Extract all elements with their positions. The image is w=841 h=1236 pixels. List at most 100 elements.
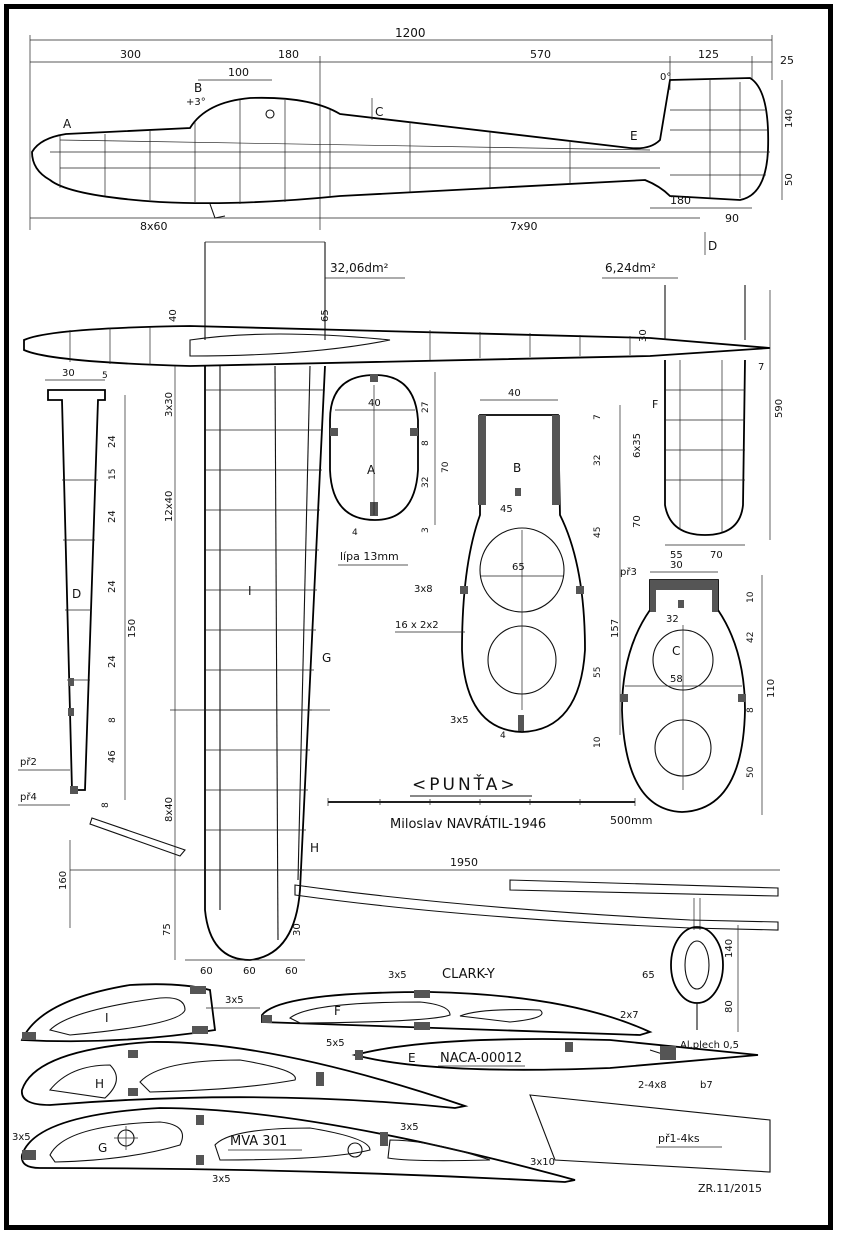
station-D-top: D: [708, 239, 717, 253]
prof-s3x5c: 3x5: [12, 1132, 31, 1143]
profile-F: F: [334, 1004, 341, 1018]
spar-d24a: 24: [107, 435, 118, 448]
secA-w40: 40: [368, 398, 381, 409]
secB-d55: 55: [593, 667, 603, 678]
dim-1950: 1950: [450, 856, 478, 869]
dim-25: 25: [780, 54, 794, 67]
secC-label: C: [672, 644, 680, 658]
secC-d42: 42: [746, 632, 756, 643]
secC-w30: 30: [670, 560, 683, 571]
dim-7-tail: 7: [758, 362, 764, 373]
secB-w45: 45: [500, 504, 513, 515]
secB-w65: 65: [512, 562, 525, 573]
dim-570: 570: [530, 48, 551, 61]
secB-label: B: [513, 461, 521, 475]
spar-w30: 30: [62, 368, 75, 379]
dim-60b: 60: [243, 966, 256, 977]
dim-spacing1: 8x60: [140, 220, 168, 233]
secA-d32: 32: [421, 477, 431, 488]
prof-s3x5d: 3x5: [400, 1122, 419, 1133]
dim-80: 80: [724, 1000, 735, 1013]
dim-60a: 60: [200, 966, 213, 977]
scale-label: 500mm: [610, 814, 652, 827]
secB-d32: 32: [593, 455, 603, 466]
secC-pr3: př3: [620, 566, 637, 578]
secA-d27: 27: [421, 402, 431, 413]
dim-30b: 30: [292, 923, 303, 936]
dim-60c: 60: [285, 966, 298, 977]
dim-100: 100: [228, 66, 249, 79]
station-I-plan: I: [248, 584, 252, 598]
prof-al: Al.plech 0,5: [680, 1040, 739, 1051]
signature: ZR.11/2015: [698, 1182, 762, 1195]
wing-front-view: 160 1950 140 80 65: [58, 817, 780, 1032]
secB-s16: 16 x 2x2: [395, 620, 439, 631]
tailplane-view: 6,24dm² F 30 7 590 6x35 70 55 70: [602, 261, 785, 561]
dim-75: 75: [162, 923, 173, 936]
dim-overall: 1200: [395, 26, 426, 40]
title-block: <PUNŤA> Miloslav NAVRÁTIL-1946 500mm: [327, 773, 652, 832]
secC-d8: 8: [746, 707, 756, 713]
secA-d70: 70: [441, 461, 451, 473]
station-G: G: [322, 651, 331, 665]
dim-40: 40: [168, 309, 179, 322]
spar-d8b: 8: [101, 802, 111, 808]
tail-area: 6,24dm²: [605, 261, 656, 275]
dim-3x30: 3x30: [164, 392, 175, 417]
secB-d4: 4: [500, 731, 506, 741]
dim-plus3: +3°: [186, 97, 206, 108]
profile-E: E: [408, 1051, 416, 1065]
dim-spacing2: 7x90: [510, 220, 538, 233]
airfoil-profiles: I 3x5 F CLARK-Y 3x5 2x7 E NACA-00012 5x5…: [12, 967, 771, 1185]
prof-s2x7: 2x7: [620, 1010, 639, 1021]
dim-180b: 180: [670, 194, 691, 207]
station-H: H: [310, 841, 319, 855]
prof-s3x5a: 3x5: [225, 995, 244, 1006]
spar-d150: 150: [127, 619, 138, 638]
prof-mva: MVA 301: [230, 1134, 287, 1149]
dim-12x40: 12x40: [164, 491, 175, 522]
spar-d46: 46: [107, 750, 118, 763]
spar-d24c: 24: [107, 580, 118, 593]
dim-140: 140: [784, 109, 795, 128]
dim-90: 90: [725, 212, 739, 225]
section-B: 40 B 45 65 3x8 16 x 2x2 3x5 4 7 32 45 15…: [395, 388, 621, 748]
prof-b7: b7: [700, 1080, 713, 1091]
spar-D-detail: 30 5 24 15 24 24 150 24 8 46 8 D př2 př4: [18, 368, 138, 808]
fuselage-side-view: 1200 300 180 570 125 25 100 +3° 0°: [29, 26, 795, 255]
secC-d10: 10: [746, 591, 756, 603]
profile-G: G: [98, 1141, 107, 1155]
dim-zero: 0°: [660, 72, 671, 83]
prof-s3x10: 3x10: [530, 1157, 555, 1168]
spar-d24d: 24: [107, 655, 118, 668]
spar-d5: 5: [102, 371, 108, 381]
prof-s3x5b: 3x5: [388, 970, 407, 981]
station-F-plan: F: [652, 398, 658, 411]
profile-I: I: [105, 1011, 109, 1025]
dim-65b: 65: [642, 970, 655, 981]
dim-55: 55: [670, 550, 683, 561]
plan-title: <PUNŤA>: [412, 773, 518, 795]
dim-65: 65: [320, 309, 331, 322]
section-A: 40 A 27 8 70 32 3 4 lípa 13mm: [329, 372, 451, 566]
secB-w40: 40: [508, 388, 521, 399]
spar-pr2: př2: [20, 756, 37, 768]
secC-w32: 32: [666, 614, 679, 625]
blueprint-svg: 1200 300 180 570 125 25 100 +3° 0°: [12, 26, 795, 1195]
dim-50: 50: [784, 173, 795, 186]
dim-30-tail: 30: [638, 329, 649, 342]
prof-s3x5e: 3x5: [212, 1174, 231, 1185]
dim-140b: 140: [724, 939, 735, 958]
station-A: A: [63, 117, 72, 131]
plan-author: Miloslav NAVRÁTIL-1946: [390, 816, 546, 832]
wing-area: 32,06dm²: [330, 261, 389, 275]
dim-70b: 70: [710, 550, 723, 561]
secB-d45: 45: [593, 527, 603, 538]
secC-d110: 110: [766, 679, 777, 698]
dim-180: 180: [278, 48, 299, 61]
secB-d7: 7: [593, 414, 603, 420]
prof-clark: CLARK-Y: [442, 967, 495, 982]
station-B: B: [194, 81, 202, 95]
secC-w58: 58: [670, 674, 683, 685]
secB-s3x8: 3x8: [414, 584, 433, 595]
